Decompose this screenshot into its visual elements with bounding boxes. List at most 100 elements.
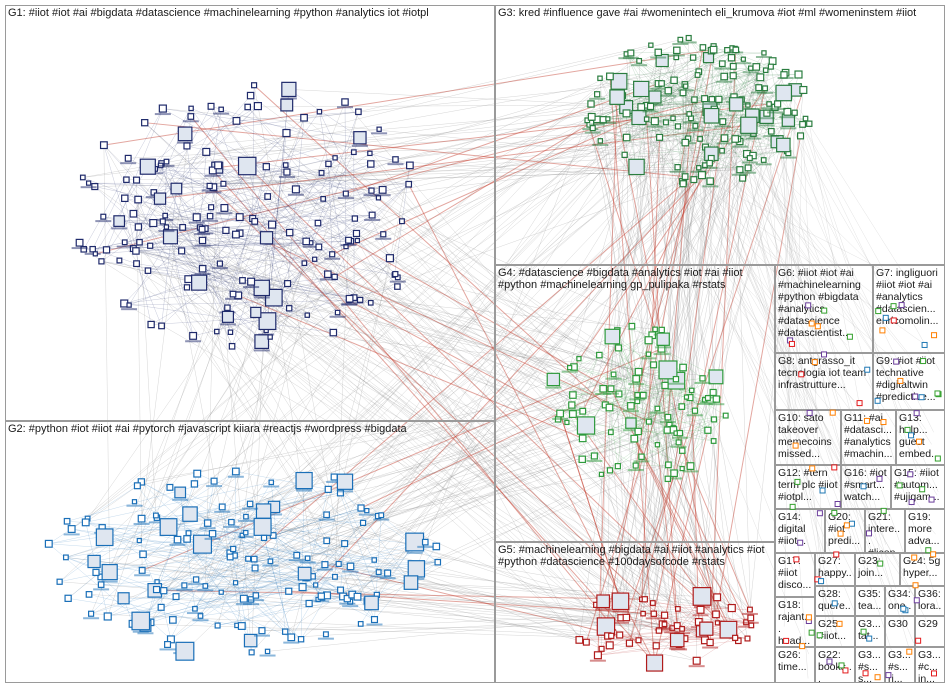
node[interactable] [650, 361, 658, 369]
node[interactable] [648, 42, 654, 48]
node[interactable] [97, 581, 105, 588]
node[interactable] [325, 160, 332, 168]
node[interactable] [141, 119, 149, 127]
node[interactable] [809, 465, 816, 472]
node[interactable] [173, 535, 182, 544]
node[interactable] [714, 620, 721, 626]
node[interactable] [634, 392, 641, 398]
node[interactable] [729, 72, 737, 80]
node[interactable] [264, 193, 272, 200]
node[interactable] [797, 539, 804, 546]
node[interactable] [606, 467, 614, 474]
node[interactable] [783, 637, 790, 644]
node[interactable] [421, 538, 429, 546]
node[interactable] [928, 496, 935, 503]
node[interactable] [113, 215, 126, 227]
node[interactable] [685, 34, 692, 42]
node[interactable] [164, 640, 172, 649]
node[interactable] [291, 185, 300, 194]
node[interactable] [739, 174, 747, 182]
node[interactable] [368, 187, 375, 194]
node[interactable] [916, 438, 923, 445]
node[interactable] [704, 426, 712, 434]
node[interactable] [285, 305, 293, 312]
node[interactable] [639, 391, 647, 399]
node[interactable] [281, 81, 297, 98]
node[interactable] [370, 616, 379, 624]
node[interactable] [297, 636, 305, 643]
node[interactable] [709, 388, 717, 397]
node[interactable] [587, 112, 596, 121]
node[interactable] [79, 174, 86, 181]
node[interactable] [254, 334, 270, 350]
node[interactable] [831, 464, 838, 471]
node[interactable] [177, 126, 193, 142]
node[interactable] [652, 326, 658, 333]
node[interactable] [385, 254, 394, 263]
node[interactable] [686, 111, 693, 117]
node[interactable] [715, 95, 723, 103]
node[interactable] [281, 628, 289, 635]
node[interactable] [158, 322, 165, 330]
group-panel-g2[interactable]: G2: #python #iot #iiot #ai #pytorch #jav… [5, 421, 495, 683]
node[interactable] [663, 426, 671, 434]
node[interactable] [689, 54, 697, 61]
node[interactable] [210, 477, 218, 485]
node[interactable] [598, 471, 605, 477]
node[interactable] [147, 242, 154, 249]
node[interactable] [298, 583, 307, 592]
node[interactable] [183, 284, 191, 291]
node[interactable] [797, 132, 805, 140]
node[interactable] [925, 547, 932, 554]
group-panel-g4[interactable]: G4: #datascience #bigdata #analytics #io… [495, 265, 775, 542]
node[interactable] [228, 342, 236, 350]
node[interactable] [661, 621, 668, 628]
node[interactable] [133, 260, 140, 268]
node[interactable] [67, 525, 76, 533]
node[interactable] [605, 641, 614, 650]
node[interactable] [375, 569, 382, 576]
node[interactable] [727, 603, 736, 613]
node[interactable] [206, 212, 214, 220]
node[interactable] [792, 442, 799, 449]
node[interactable] [654, 48, 663, 57]
node[interactable] [231, 467, 240, 476]
node[interactable] [808, 320, 815, 327]
node[interactable] [637, 103, 646, 111]
node[interactable] [267, 558, 274, 565]
node[interactable] [285, 587, 293, 595]
node[interactable] [190, 480, 199, 488]
node[interactable] [89, 245, 96, 253]
node[interactable] [816, 510, 823, 517]
node[interactable] [342, 190, 349, 197]
node[interactable] [614, 463, 621, 470]
node[interactable] [719, 620, 738, 639]
node[interactable] [732, 46, 740, 54]
node[interactable] [208, 204, 215, 211]
node[interactable] [625, 639, 634, 647]
node[interactable] [252, 592, 260, 599]
node[interactable] [649, 600, 656, 606]
node[interactable] [392, 270, 399, 278]
node[interactable] [678, 447, 686, 454]
node[interactable] [227, 329, 234, 335]
node[interactable] [866, 635, 873, 642]
node[interactable] [92, 251, 98, 257]
node[interactable] [378, 512, 385, 519]
node[interactable] [599, 384, 608, 393]
node[interactable] [596, 594, 611, 609]
node[interactable] [874, 674, 881, 681]
node[interactable] [590, 452, 598, 460]
node[interactable] [913, 410, 920, 417]
group-panel-g27[interactable]: G27: happy... [815, 553, 855, 586]
node[interactable] [159, 518, 178, 536]
node[interactable] [842, 667, 849, 674]
node[interactable] [696, 605, 705, 614]
node[interactable] [694, 72, 701, 78]
node[interactable] [701, 95, 709, 103]
node[interactable] [679, 626, 685, 632]
node[interactable] [607, 429, 614, 436]
node[interactable] [719, 147, 725, 154]
node[interactable] [183, 535, 191, 543]
node[interactable] [149, 219, 158, 228]
